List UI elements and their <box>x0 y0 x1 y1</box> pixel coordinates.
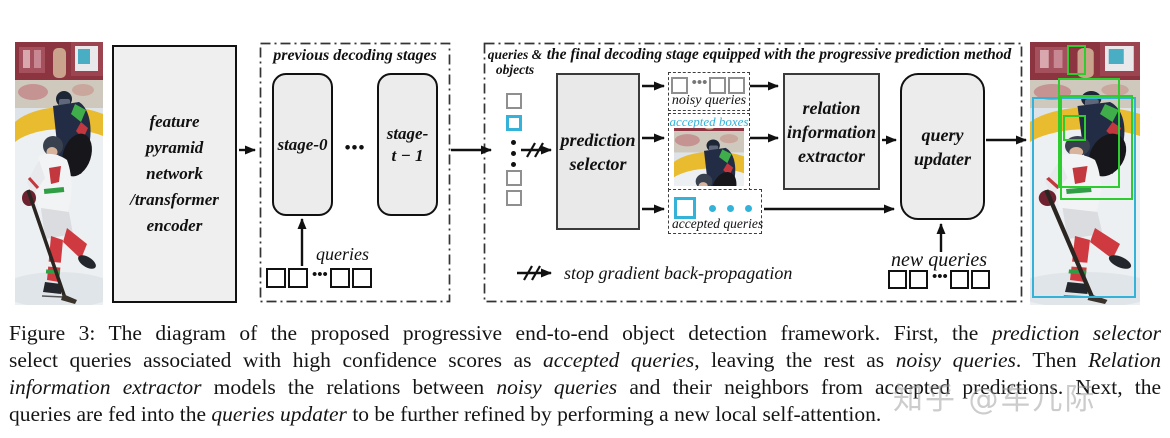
caption-text: . Then <box>1015 348 1089 372</box>
query-token <box>909 270 928 289</box>
caption-line: information extractor models the relatio… <box>9 374 1161 401</box>
output-image <box>1030 42 1140 305</box>
figure-caption: Figure 3: The diagram of the proposed pr… <box>0 320 1170 428</box>
detection-bbox-green <box>1058 78 1120 188</box>
previous-stages-group: previous decoding stages stage-0 ••• sta… <box>260 43 450 302</box>
query-token <box>888 270 907 289</box>
caption-text: , leaving the rest as <box>694 348 896 372</box>
caption-text: queries are fed into the <box>9 402 212 426</box>
extractor-line: relation <box>802 97 861 118</box>
input-image <box>15 42 103 305</box>
detection-bbox-green <box>1063 115 1086 141</box>
query-token <box>288 267 308 288</box>
caption-text-italic: Relation <box>1088 348 1161 372</box>
feature-encoder-line: network <box>146 164 203 183</box>
dot <box>511 151 516 156</box>
extractor-line: information <box>786 121 877 142</box>
caption-text: models the relations between <box>201 375 497 399</box>
noisy-token <box>670 77 688 94</box>
queries-objects-label: queries & objects <box>486 47 544 77</box>
input-image-art <box>15 42 103 305</box>
query-column-ellipsis <box>511 140 516 173</box>
caption-text-italic: information extractor <box>9 375 202 399</box>
final-stage-title: the final decoding stage equipped with t… <box>546 46 1012 63</box>
caption-line: Figure 3: The diagram of the proposed pr… <box>9 320 1161 347</box>
feature-encoder-line: pyramid <box>145 138 204 157</box>
prediction-selector-box: prediction selector <box>556 73 640 230</box>
accepted-queries-label: accepted queries <box>672 216 764 231</box>
extractor-line: extractor <box>798 145 865 166</box>
dot <box>511 162 516 167</box>
queries-objects-line: objects <box>495 62 535 77</box>
query-token-gray <box>506 170 522 186</box>
stages-ellipsis: ••• <box>344 138 366 157</box>
caption-line: select queries associated with high conf… <box>9 347 1161 374</box>
stage-t-box: stage- t − 1 <box>377 73 438 216</box>
feature-encoder-line: encoder <box>146 216 203 235</box>
final-stage-group: the final decoding stage equipped with t… <box>484 43 1022 302</box>
query-token-gray <box>506 190 522 206</box>
updater-line: updater <box>913 148 971 169</box>
tokens-ellipsis: ••• <box>312 267 328 283</box>
query-token <box>329 267 350 288</box>
noisy-queries-box: ••• noisy queries <box>668 72 750 111</box>
detection-bbox-green <box>1067 45 1086 75</box>
accepted-dot <box>745 205 752 212</box>
tokens-ellipsis: ••• <box>691 75 708 91</box>
caption-text-italic: queries updater <box>211 402 347 426</box>
accepted-dot <box>709 205 716 212</box>
zhihu-watermark: 知乎 @车儿际 <box>893 382 1097 417</box>
noisy-token <box>728 77 746 94</box>
queries-label: queries <box>316 244 369 264</box>
stage-t-line: t − 1 <box>391 145 424 165</box>
accepted-dot <box>727 205 734 212</box>
query-updater-box: query updater <box>900 73 985 220</box>
queries-objects-line: queries & <box>487 47 543 62</box>
caption-text-italic: noisy queries <box>496 375 618 399</box>
caption-line: queries are fed into the queries updater… <box>9 401 1161 428</box>
new-queries-tokens: ••• <box>888 269 992 290</box>
feature-encoder-line: feature <box>149 112 200 131</box>
query-token <box>266 267 286 288</box>
accepted-boxes-box: accepted boxes <box>668 113 750 191</box>
detection-bbox-green <box>1060 95 1133 200</box>
dot <box>511 140 516 145</box>
stage-0-box: stage-0 <box>272 73 333 216</box>
caption-text-italic: prediction selector <box>991 321 1161 345</box>
query-token <box>351 267 372 288</box>
noisy-token <box>709 77 727 94</box>
query-token <box>970 270 990 289</box>
stop-gradient-legend-label: stop gradient back-propagation <box>564 263 793 283</box>
accepted-queries-box: accepted queries <box>668 189 764 234</box>
previous-stages-title: previous decoding stages <box>273 47 437 64</box>
tokens-ellipsis: ••• <box>932 269 948 285</box>
accepted-boxes-label: accepted boxes <box>669 114 749 129</box>
accepted-boxes-image <box>674 128 744 186</box>
stage-t-line: stage- <box>386 123 429 143</box>
caption-text-italic: noisy queries <box>895 348 1016 372</box>
selector-line: prediction <box>560 129 636 150</box>
relation-extractor-box: relation information extractor <box>783 73 880 190</box>
query-token-accepted <box>506 115 522 131</box>
detection-bbox-cyan <box>1032 97 1136 298</box>
caption-text: Figure 3: The diagram of the proposed pr… <box>9 321 992 345</box>
query-token-gray <box>506 93 522 109</box>
caption-text: and their neighbors from accepted predic… <box>617 375 1161 399</box>
query-token <box>949 270 969 289</box>
noisy-queries-label: noisy queries <box>671 93 747 108</box>
feature-encoder-box: feature pyramid network /transformer enc… <box>112 45 237 303</box>
caption-text: to be further refined by performing a ne… <box>346 402 882 426</box>
feature-encoder-line: /transformer <box>130 190 219 209</box>
caption-text-italic: accepted queries <box>542 348 695 372</box>
caption-text: select queries associated with high conf… <box>9 348 543 372</box>
selector-line: selector <box>569 153 627 174</box>
updater-line: query <box>921 124 964 145</box>
queries-tokens: ••• <box>266 267 374 288</box>
